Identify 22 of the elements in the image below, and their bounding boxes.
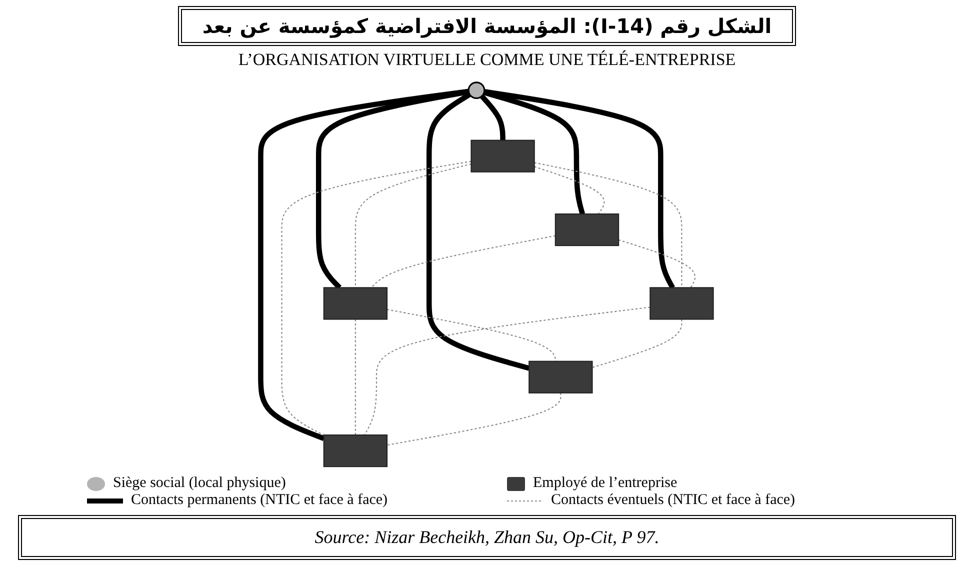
connector (480, 94, 506, 140)
connector (534, 162, 682, 288)
connector (534, 166, 605, 214)
connector (386, 308, 557, 362)
connector (258, 88, 469, 441)
legend-text: Contacts éventuels (NTIC et face à face) (551, 492, 796, 509)
legend-text: Siège social (local physique) (113, 475, 286, 492)
connector (354, 319, 356, 435)
connector (484, 88, 675, 289)
source-caption: Source: Nizar Becheikh, Zhan Su, Op-Cit, P 97. (18, 515, 956, 560)
connector (386, 392, 562, 446)
connector (592, 319, 682, 368)
connector (281, 160, 472, 436)
connector (618, 239, 696, 288)
subtitle-text: L’ORGANISATION VIRTUELLE COMME UNE TÉLÉ-ENTREPRISE (238, 50, 736, 70)
connector (426, 92, 530, 371)
legend-text: Contacts permanents (NTIC et face à face) (131, 492, 388, 509)
connector (370, 235, 556, 288)
legend-text: Employé de l’entreprise (533, 475, 678, 492)
connector (364, 306, 650, 436)
figure-title: الشكل رقم (14-I): المؤسسة الافتراضية كمؤسسة عن بعد (178, 6, 796, 46)
connector (354, 163, 472, 288)
